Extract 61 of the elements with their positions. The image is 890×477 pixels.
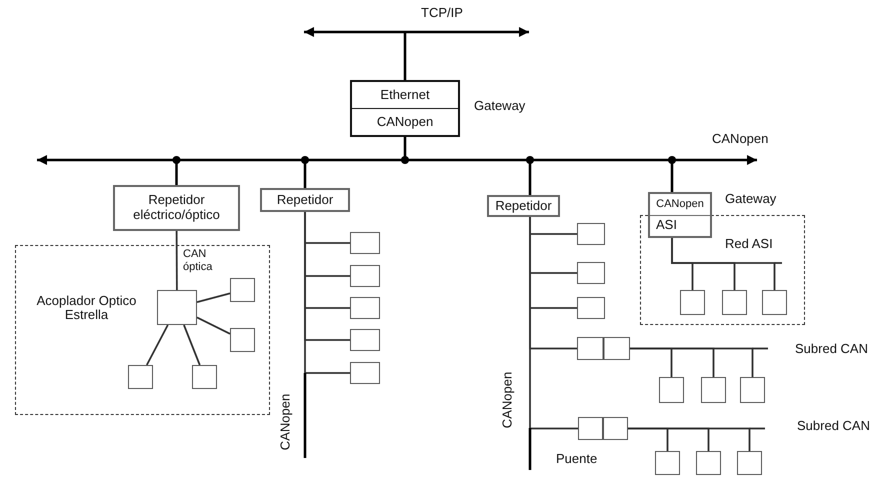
connector-line xyxy=(196,292,230,304)
device-box xyxy=(230,328,254,352)
device-box xyxy=(350,362,380,384)
node-caption: Gateway xyxy=(474,99,526,114)
device-box xyxy=(659,377,684,403)
connector-line xyxy=(529,217,578,430)
device-box xyxy=(737,451,762,475)
node-label: CANopen xyxy=(352,108,458,135)
bus-label: CANopen xyxy=(712,132,768,147)
bus-drop-line xyxy=(526,156,534,195)
node-label: Repetidor eléctrico/óptico xyxy=(132,191,221,224)
device-box xyxy=(701,377,726,403)
dashed-region xyxy=(15,245,270,415)
device-box xyxy=(350,329,380,351)
node-caption: Acoplador Optico Estrella xyxy=(36,294,138,324)
device-box xyxy=(577,262,605,284)
node-label: Ethernet xyxy=(379,86,431,104)
node-caption: Puente xyxy=(556,452,598,467)
repeater-box xyxy=(113,185,240,231)
bus-label: Subred CAN xyxy=(795,342,868,357)
node-label: CANopen xyxy=(655,196,705,212)
node-label: ASI xyxy=(650,214,710,236)
device-box xyxy=(740,377,765,403)
connector-line xyxy=(176,231,178,290)
vertical-bus-label: CANopen xyxy=(278,394,294,450)
bus-drop-line xyxy=(300,156,310,188)
device-box xyxy=(192,364,216,388)
bus-drop-line xyxy=(172,156,181,185)
connector-line xyxy=(671,238,776,290)
device-box xyxy=(350,265,380,287)
bus-drop-line xyxy=(400,137,410,164)
device-box xyxy=(762,290,786,314)
bus-drop-line xyxy=(404,32,406,80)
connector-line xyxy=(183,324,201,366)
repeater-box xyxy=(487,195,560,217)
bus-label: Red ASI xyxy=(725,237,773,252)
node-label: Repetidor xyxy=(276,190,334,209)
connector-line xyxy=(630,348,754,377)
device-box xyxy=(350,297,380,319)
bus-drop-line xyxy=(668,156,676,192)
dashed-region xyxy=(640,215,805,325)
bridge-box xyxy=(577,337,630,360)
device-box xyxy=(722,290,746,314)
connector-line xyxy=(146,324,169,366)
device-box xyxy=(696,451,721,475)
connector-line xyxy=(196,316,230,335)
device-box xyxy=(128,364,152,388)
device-box xyxy=(577,297,605,319)
node-label: Repetidor xyxy=(494,197,553,215)
device-box xyxy=(350,232,380,254)
connector-line xyxy=(304,212,350,374)
vertical-bus-label: CANopen xyxy=(500,372,516,428)
device-box xyxy=(230,278,254,302)
device-box xyxy=(655,451,680,475)
bus-label: TCP/IP xyxy=(421,6,463,21)
device-box xyxy=(577,223,605,245)
connector-line xyxy=(628,428,750,451)
bus-label: Subred CAN xyxy=(797,419,870,434)
node-caption: Gateway xyxy=(725,192,776,207)
device-box xyxy=(680,290,704,314)
repeater-box xyxy=(260,188,350,212)
